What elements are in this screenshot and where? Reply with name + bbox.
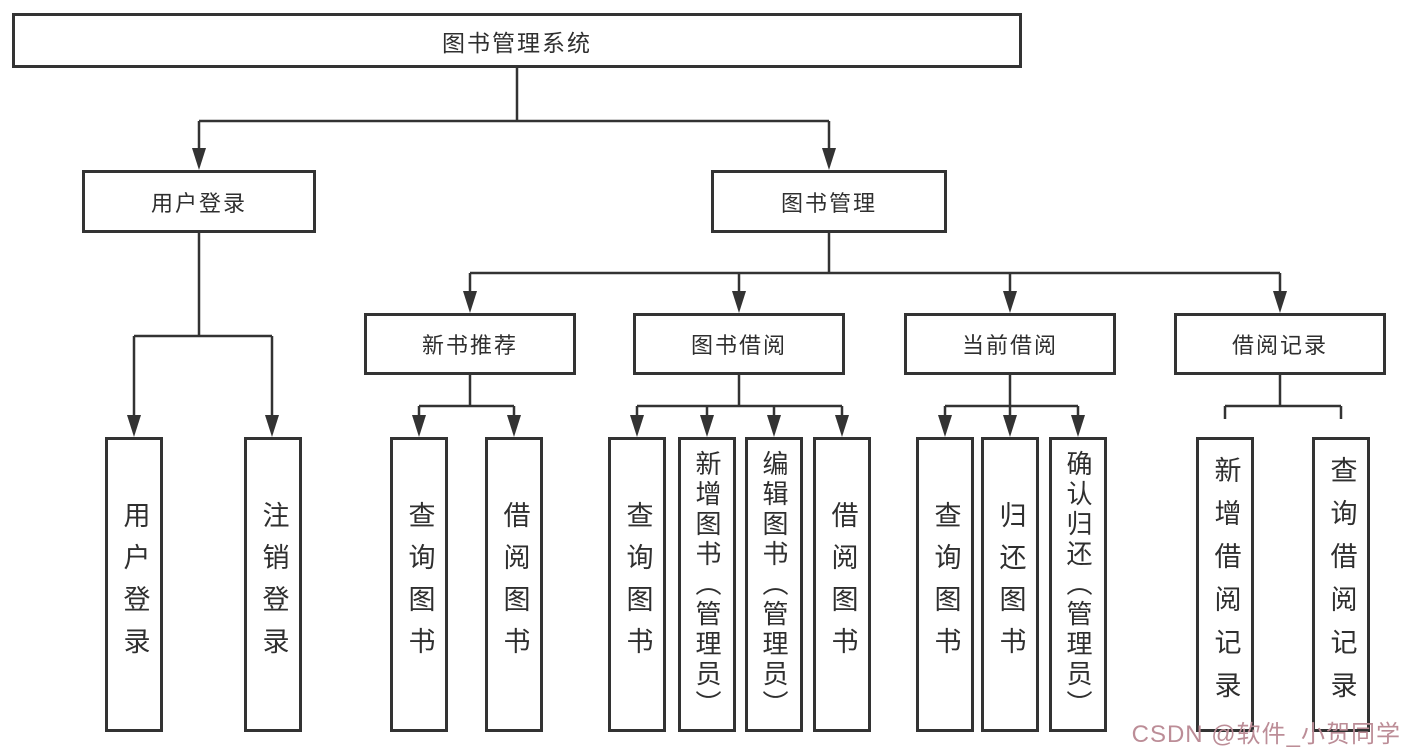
- leaf-current-query-books-label: 查询图书: [930, 500, 961, 669]
- leaf-borrow-add-books-admin: 新增图书（管理员）: [678, 437, 736, 732]
- leaf-logout-login-label: 注销登录: [258, 500, 289, 669]
- leaf-current-query-books: 查询图书: [916, 437, 974, 732]
- node-new-book-recommend: 新书推荐: [364, 313, 576, 375]
- leaf-records-add-record-label: 新增借阅记录: [1210, 455, 1241, 714]
- leaf-borrow-edit-books-admin-label: 编辑图书（管理员）: [759, 449, 789, 720]
- leaf-newrec-query-books-label: 查询图书: [404, 500, 435, 669]
- node-borrow-records-label: 借阅记录: [1231, 333, 1328, 358]
- node-user-login-label: 用户登录: [150, 190, 247, 216]
- leaf-records-add-record: 新增借阅记录: [1196, 437, 1254, 732]
- leaf-borrow-borrow-books-label: 借阅图书: [827, 500, 858, 669]
- leaf-borrow-edit-books-admin: 编辑图书（管理员）: [745, 437, 803, 732]
- connector-lines: [132, 68, 1343, 419]
- csdn-watermark: CSDN @软件_小贺同学: [1131, 721, 1401, 747]
- leaf-records-query-record-label: 查询借阅记录: [1326, 455, 1357, 714]
- node-book-mgmt: 图书管理: [711, 170, 947, 233]
- leaf-current-return-books-label: 归还图书: [995, 500, 1026, 669]
- node-new-book-recommend-label: 新书推荐: [421, 333, 518, 358]
- leaf-newrec-query-books: 查询图书: [390, 437, 448, 732]
- node-root-label: 图书管理系统: [442, 29, 592, 56]
- node-user-login: 用户登录: [82, 170, 316, 233]
- node-current-borrow: 当前借阅: [904, 313, 1116, 375]
- leaf-newrec-borrow-books: 借阅图书: [485, 437, 543, 732]
- node-borrow-records: 借阅记录: [1174, 313, 1386, 375]
- node-current-borrow-label: 当前借阅: [961, 333, 1058, 358]
- leaf-newrec-borrow-books-label: 借阅图书: [499, 500, 530, 669]
- leaf-records-query-record: 查询借阅记录: [1312, 437, 1370, 732]
- node-book-borrow-label: 图书借阅: [690, 333, 787, 358]
- leaf-logout-login: 注销登录: [244, 437, 302, 732]
- leaf-borrow-add-books-admin-label: 新增图书（管理员）: [692, 449, 722, 720]
- leaf-borrow-borrow-books: 借阅图书: [813, 437, 871, 732]
- leaf-user-login-label: 用户登录: [119, 500, 150, 669]
- leaf-borrow-query-books-label: 查询图书: [622, 500, 653, 669]
- leaf-current-confirm-return-admin: 确认归还（管理员）: [1049, 437, 1107, 732]
- node-book-borrow: 图书借阅: [633, 313, 845, 375]
- leaf-current-confirm-return-admin-label: 确认归还（管理员）: [1063, 449, 1093, 720]
- leaf-user-login: 用户登录: [105, 437, 163, 732]
- node-root: 图书管理系统: [12, 13, 1022, 68]
- node-book-mgmt-label: 图书管理: [780, 190, 877, 216]
- leaf-borrow-query-books: 查询图书: [608, 437, 666, 732]
- leaf-current-return-books: 归还图书: [981, 437, 1039, 732]
- arrowheads: [127, 148, 1287, 437]
